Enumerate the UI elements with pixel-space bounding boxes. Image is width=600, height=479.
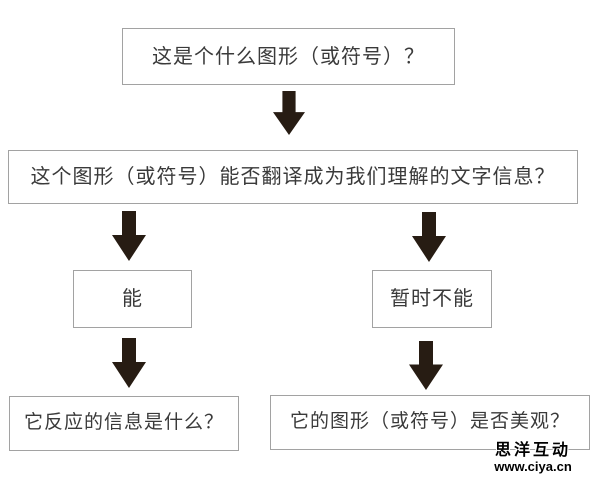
watermark-url: www.ciya.cn: [494, 459, 572, 474]
down-arrow-icon: [412, 212, 446, 262]
flowchart-node-question-2: 这个图形（或符号）能否翻译成为我们理解的文字信息？: [8, 150, 578, 204]
watermark-brand: 思洋互动: [494, 442, 571, 459]
node-label: 它反应的信息是什么？: [23, 412, 224, 434]
down-arrow-icon: [112, 211, 146, 261]
node-label: 这个图形（或符号）能否翻译成为我们理解的文字信息？: [30, 166, 556, 188]
watermark: 思洋互动 www.ciya.cn: [486, 436, 580, 474]
down-arrow-icon: [112, 338, 146, 388]
flowchart-node-no: 暂时不能: [372, 270, 492, 328]
flowchart-node-question-4: 它的图形（或符号）是否美观？: [270, 395, 590, 450]
down-arrow-icon: [273, 91, 305, 135]
flowchart-node-yes: 能: [73, 270, 192, 328]
node-label: 能: [122, 288, 143, 310]
node-label: 暂时不能: [390, 288, 474, 310]
down-arrow-icon: [409, 341, 443, 390]
node-label: 它的图形（或符号）是否美观？: [289, 411, 570, 433]
node-label: 这是个什么图形（或符号）？: [152, 45, 425, 68]
flowchart-node-question-1: 这是个什么图形（或符号）？: [122, 28, 455, 85]
flowchart-node-question-3: 它反应的信息是什么？: [9, 396, 239, 451]
